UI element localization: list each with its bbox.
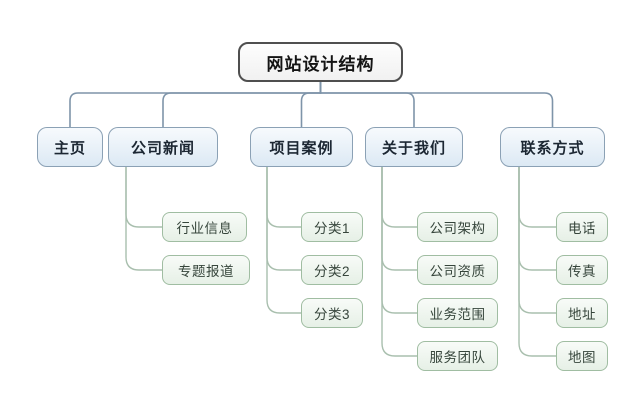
connector-news-industry xyxy=(125,167,162,228)
leaf-node-category-2: 分类2 xyxy=(301,255,363,285)
leaf-node-business-scope: 业务范围 xyxy=(417,298,498,328)
branch-node-contact: 联系方式 xyxy=(500,127,605,167)
connector-cases-cat2 xyxy=(266,167,301,271)
connector-contact-phone xyxy=(518,167,556,228)
leaf-node-service-team: 服务团队 xyxy=(417,341,498,371)
branch-node-project-cases: 项目案例 xyxy=(250,127,353,167)
leaf-node-industry-info: 行业信息 xyxy=(162,212,247,242)
connector-about-structure xyxy=(381,167,417,228)
connector-root-news xyxy=(162,82,322,127)
leaf-node-address: 地址 xyxy=(556,298,608,328)
leaf-node-phone: 电话 xyxy=(556,212,608,242)
connector-root-about xyxy=(319,82,415,127)
connector-cases-cat3 xyxy=(266,167,301,314)
connector-about-team xyxy=(381,167,417,357)
connector-cases-cat1 xyxy=(266,167,301,228)
leaf-node-category-3: 分类3 xyxy=(301,298,363,328)
leaf-node-company-structure: 公司架构 xyxy=(417,212,498,242)
connector-about-scope xyxy=(381,167,417,314)
level2-connectors xyxy=(125,167,556,357)
leaf-node-company-qualification: 公司资质 xyxy=(417,255,498,285)
connector-news-special xyxy=(125,167,162,271)
leaf-node-map: 地图 xyxy=(556,341,608,371)
leaf-node-category-1: 分类1 xyxy=(301,212,363,242)
level1-connectors xyxy=(69,82,554,127)
connector-contact-map xyxy=(518,167,556,357)
branch-node-company-news: 公司新闻 xyxy=(108,127,218,167)
branch-node-about-us: 关于我们 xyxy=(365,127,463,167)
connector-contact-address xyxy=(518,167,556,314)
connector-root-home xyxy=(69,82,322,127)
connector-root-contact xyxy=(319,82,554,127)
connector-contact-fax xyxy=(518,167,556,271)
leaf-node-special-report: 专题报道 xyxy=(162,255,250,285)
branch-node-home: 主页 xyxy=(37,127,103,167)
connector-about-quality xyxy=(381,167,417,271)
leaf-node-fax: 传真 xyxy=(556,255,608,285)
root-node-site-structure: 网站设计结构 xyxy=(238,42,403,82)
connector-root-cases xyxy=(300,82,322,127)
